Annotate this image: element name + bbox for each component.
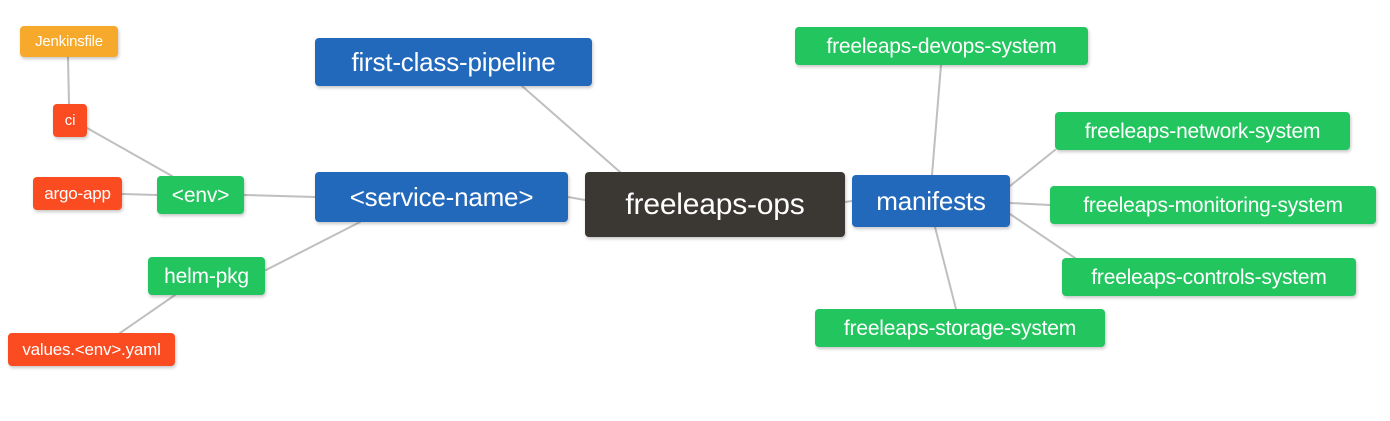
node-label-service-name: <service-name> xyxy=(349,182,534,212)
node-service-name[interactable]: <service-name> xyxy=(315,172,568,222)
node-label-freeleaps-network-system: freeleaps-network-system xyxy=(1084,119,1321,143)
node-label-freeleaps-controls-system: freeleaps-controls-system xyxy=(1091,265,1327,289)
node-label-ci: ci xyxy=(64,112,76,129)
node-label-jenkinsfile: Jenkinsfile xyxy=(35,33,103,50)
node-first-class-pipeline[interactable]: first-class-pipeline xyxy=(315,38,592,86)
node-argo-app[interactable]: argo-app xyxy=(33,177,122,210)
edge-manifests-to-freeleaps-monitoring-system xyxy=(1009,202,1051,206)
node-label-first-class-pipeline: first-class-pipeline xyxy=(351,47,556,77)
node-env[interactable]: <env> xyxy=(157,176,244,214)
node-manifests[interactable]: manifests xyxy=(852,175,1010,227)
edge-manifests-to-freeleaps-devops-system xyxy=(931,64,942,176)
node-label-freeleaps-monitoring-system: freeleaps-monitoring-system xyxy=(1083,193,1343,217)
edge-ci-to-jenkinsfile xyxy=(67,56,70,105)
edge-env-to-ci xyxy=(86,127,173,177)
edge-freeleaps-ops-to-service-name xyxy=(567,196,586,201)
node-jenkinsfile[interactable]: Jenkinsfile xyxy=(20,26,118,57)
edge-freeleaps-ops-to-manifests xyxy=(844,200,853,203)
node-freeleaps-network-system[interactable]: freeleaps-network-system xyxy=(1055,112,1350,150)
node-ci[interactable]: ci xyxy=(53,104,87,137)
edge-service-name-to-helm-pkg xyxy=(265,221,361,271)
edge-helm-pkg-to-values-yaml xyxy=(119,294,176,334)
node-helm-pkg[interactable]: helm-pkg xyxy=(148,257,265,295)
edge-env-to-argo-app xyxy=(121,193,158,196)
node-label-freeleaps-ops: freeleaps-ops xyxy=(625,187,805,221)
node-freeleaps-storage-system[interactable]: freeleaps-storage-system xyxy=(815,309,1105,347)
node-freeleaps-devops-system[interactable]: freeleaps-devops-system xyxy=(795,27,1088,65)
edge-freeleaps-ops-to-first-class-pipeline xyxy=(521,85,621,173)
node-freeleaps-controls-system[interactable]: freeleaps-controls-system xyxy=(1062,258,1356,296)
node-label-env: <env> xyxy=(171,183,230,207)
node-label-freeleaps-devops-system: freeleaps-devops-system xyxy=(826,34,1057,58)
node-label-argo-app: argo-app xyxy=(44,184,111,203)
edge-manifests-to-freeleaps-network-system xyxy=(1009,149,1056,187)
node-freeleaps-monitoring-system[interactable]: freeleaps-monitoring-system xyxy=(1050,186,1376,224)
edge-manifests-to-freeleaps-storage-system xyxy=(934,226,957,310)
node-label-values-yaml: values.<env>.yaml xyxy=(22,340,161,359)
node-label-manifests: manifests xyxy=(876,186,986,216)
node-values-yaml[interactable]: values.<env>.yaml xyxy=(8,333,175,366)
node-label-freeleaps-storage-system: freeleaps-storage-system xyxy=(843,316,1077,340)
node-label-helm-pkg: helm-pkg xyxy=(164,264,249,288)
edge-service-name-to-env xyxy=(243,194,316,198)
node-freeleaps-ops[interactable]: freeleaps-ops xyxy=(585,172,845,237)
